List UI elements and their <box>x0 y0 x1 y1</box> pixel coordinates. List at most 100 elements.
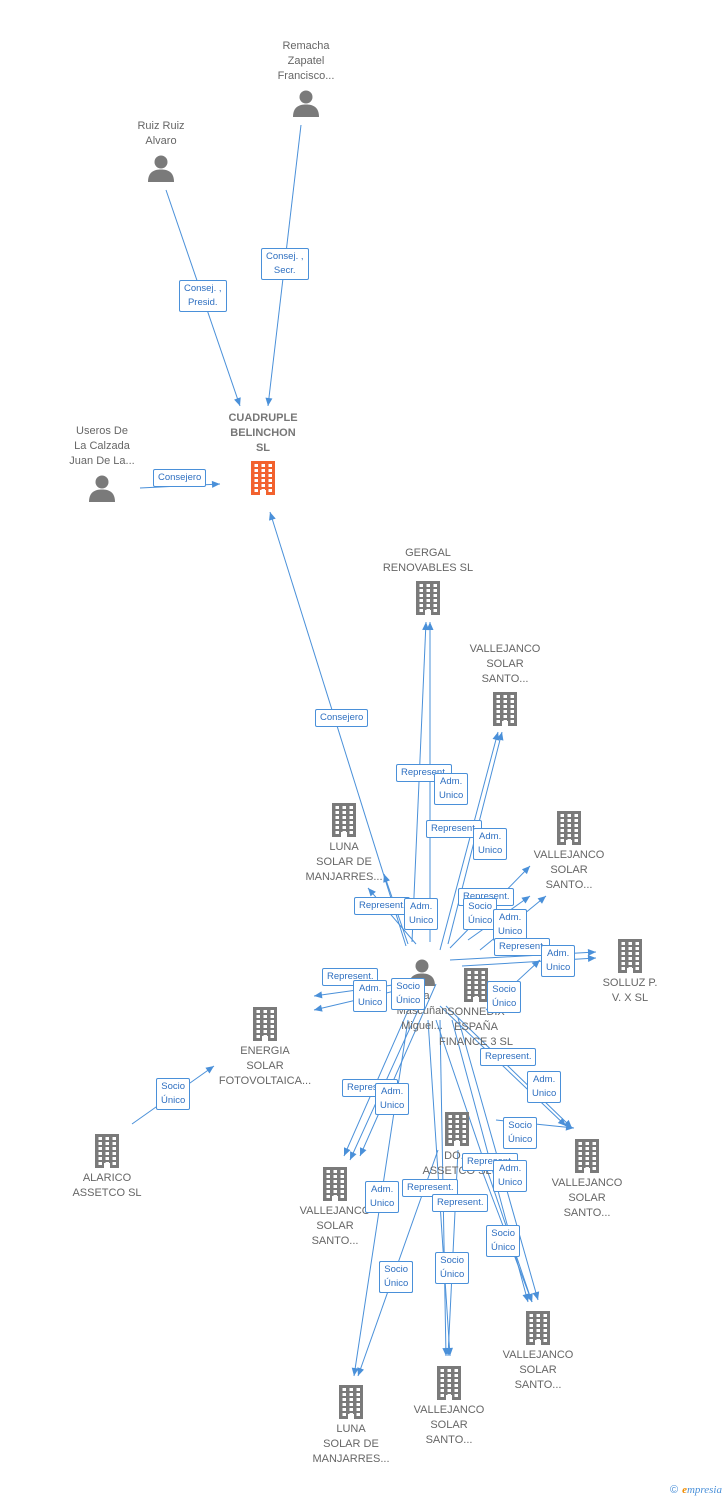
edge-arrowhead <box>492 732 500 741</box>
vallejanco3-building-icon[interactable] <box>572 1138 602 1179</box>
node-label-energia[interactable]: ENERGIA SOLAR FOTOVOLTAICA... <box>218 1045 312 1087</box>
edge-arrowhead <box>205 1066 214 1074</box>
edge-label[interactable]: Represent. <box>432 1194 489 1212</box>
energia-building-icon[interactable] <box>250 1006 280 1047</box>
edge-mascunan-to-vallejanco4 <box>439 1005 567 1127</box>
edge-arrowhead <box>211 480 220 488</box>
gergal-building-icon[interactable] <box>413 580 443 621</box>
vallejanco5-building-icon[interactable] <box>523 1310 553 1351</box>
edge-label[interactable]: Socio Único <box>156 1078 191 1110</box>
edge-label[interactable]: Adm. Unico <box>473 828 508 860</box>
ruiz-person-icon[interactable] <box>146 153 176 188</box>
luna2-building-icon[interactable] <box>336 1384 366 1425</box>
edge-arrowhead <box>265 397 273 406</box>
edge-label[interactable]: Socio Único <box>391 978 426 1010</box>
edge-label[interactable]: Adm. Unico <box>434 773 469 805</box>
edge-label[interactable]: Adm. Unico <box>527 1071 562 1103</box>
vallejanco1-building-icon[interactable] <box>490 691 520 732</box>
edge-arrowhead <box>532 1291 540 1300</box>
edge-arrowhead <box>357 1367 364 1376</box>
edge-arrowhead <box>521 866 530 875</box>
node-label-vallejanco2[interactable]: VALLEJANCO SOLAR SANTO... <box>533 849 605 891</box>
edge-arrowhead <box>314 991 323 999</box>
node-label-vallejanco1[interactable]: VALLEJANCO SOLAR SANTO... <box>469 643 541 685</box>
node-label-luna2[interactable]: LUNA SOLAR DE MANJARRES... <box>312 1423 390 1465</box>
luna1-building-icon[interactable] <box>329 802 359 843</box>
edge-label[interactable]: Socio Único <box>463 898 498 930</box>
edge-arrowhead <box>587 954 596 962</box>
edge-arrowhead <box>525 1293 533 1302</box>
edge-arrowhead <box>587 948 596 956</box>
edge-label[interactable]: Adm. Unico <box>493 909 528 941</box>
edge-label[interactable]: Adm. Unico <box>353 980 388 1012</box>
node-label-vallejanco3[interactable]: VALLEJANCO SOLAR SANTO... <box>551 1177 623 1219</box>
node-label-cuadruple[interactable]: CUADRUPLE BELINCHON SL <box>228 412 298 454</box>
edge-arrowhead <box>383 874 390 883</box>
edge-arrowhead <box>314 1004 323 1012</box>
edge-arrowhead <box>557 1117 566 1126</box>
edge-label[interactable]: Socio Único <box>486 1225 521 1257</box>
edge-arrowhead <box>521 896 530 904</box>
edge-label[interactable]: Consejero <box>153 469 207 487</box>
edge-label[interactable]: Adm. Unico <box>404 898 439 930</box>
edge-label[interactable]: Adm. Unico <box>365 1181 400 1213</box>
cuadruple-building-icon[interactable] <box>248 460 278 501</box>
edge-arrowhead <box>368 888 376 897</box>
edge-mascunan-to-cuadruple <box>269 511 407 947</box>
edge-mascunan-to-vallejanco1 <box>439 731 499 951</box>
node-label-usero[interactable]: Useros De La Calzada Juan De La... <box>69 425 135 467</box>
edge-arrowhead <box>537 896 546 904</box>
edge-label[interactable]: Represent. <box>402 1179 459 1197</box>
dolmen-building-icon[interactable] <box>442 1111 472 1152</box>
alarico-building-icon[interactable] <box>92 1133 122 1174</box>
solluz-building-icon[interactable] <box>615 938 645 979</box>
node-label-vallejanco5[interactable]: VALLEJANCO SOLAR SANTO... <box>502 1349 574 1391</box>
edge-label[interactable]: Consejero <box>315 709 369 727</box>
edge-label[interactable]: Consej. , Secr. <box>261 248 309 280</box>
node-label-vallejanco4[interactable]: VALLEJANCO SOLAR SANTO... <box>299 1205 371 1247</box>
edge-arrowhead <box>426 622 434 630</box>
node-label-alarico[interactable]: ALARICO ASSETCO SL <box>72 1172 142 1199</box>
edge-arrowhead <box>496 732 504 741</box>
edge-label[interactable]: Adm. Unico <box>493 1160 528 1192</box>
edge-label[interactable]: Socio Único <box>487 981 522 1013</box>
edge-mascunan-to-vallejanco3 <box>359 983 437 1157</box>
node-label-ruiz[interactable]: Ruiz Ruiz Alvaro <box>137 120 185 147</box>
edge-label[interactable]: Adm. Unico <box>375 1083 410 1115</box>
edge-label[interactable]: Represent. <box>494 938 551 956</box>
edge-arrowhead <box>269 512 276 521</box>
edge-arrowhead <box>444 1347 452 1356</box>
edge-arrowhead <box>360 1147 367 1156</box>
edge-arrowhead <box>351 1367 359 1376</box>
sonnedix-building-icon[interactable] <box>461 967 491 1008</box>
edge-label[interactable]: Socio Único <box>503 1117 538 1149</box>
brand-rest: mpresia <box>686 1484 722 1496</box>
node-label-vallejanco6[interactable]: VALLEJANCO SOLAR SANTO... <box>413 1404 485 1446</box>
vallejanco4-building-icon[interactable] <box>320 1166 350 1207</box>
edge-label[interactable]: Socio Único <box>435 1252 470 1284</box>
edge-mascunan-to-gergal <box>411 621 427 943</box>
edge-arrowhead <box>531 960 540 969</box>
vallejanco2-building-icon[interactable] <box>554 810 584 851</box>
edge-label[interactable]: Represent. <box>354 897 411 915</box>
edge-mascunan-to-solluz <box>461 957 597 967</box>
node-label-solluz[interactable]: SOLLUZ P. V. X SL <box>602 977 658 1004</box>
node-label-remacha[interactable]: Remacha Zapatel Francisco... <box>277 40 335 82</box>
edge-label[interactable]: Consej. , Presid. <box>179 280 227 312</box>
node-label-luna1[interactable]: LUNA SOLAR DE MANJARRES... <box>305 841 383 883</box>
empresia-copyright: ©empresia <box>670 1484 722 1496</box>
edge-label[interactable]: Represent. <box>480 1048 537 1066</box>
edge-arrowhead <box>344 1147 351 1156</box>
node-label-gergal[interactable]: GERGAL RENOVABLES SL <box>382 547 474 574</box>
edge-arrowhead <box>350 1151 357 1160</box>
edge-label[interactable]: Adm. Unico <box>541 945 576 977</box>
edge-arrowhead <box>565 1123 574 1131</box>
copyright-symbol: © <box>669 1484 679 1496</box>
vallejanco6-building-icon[interactable] <box>434 1365 464 1406</box>
edge-label[interactable]: Socio Único <box>379 1261 414 1293</box>
edge-mascunan-to-vallejanco4 <box>445 1005 573 1129</box>
remacha-person-icon[interactable] <box>291 88 321 123</box>
edge-arrowhead <box>234 397 241 406</box>
usero-person-icon[interactable] <box>87 473 117 508</box>
